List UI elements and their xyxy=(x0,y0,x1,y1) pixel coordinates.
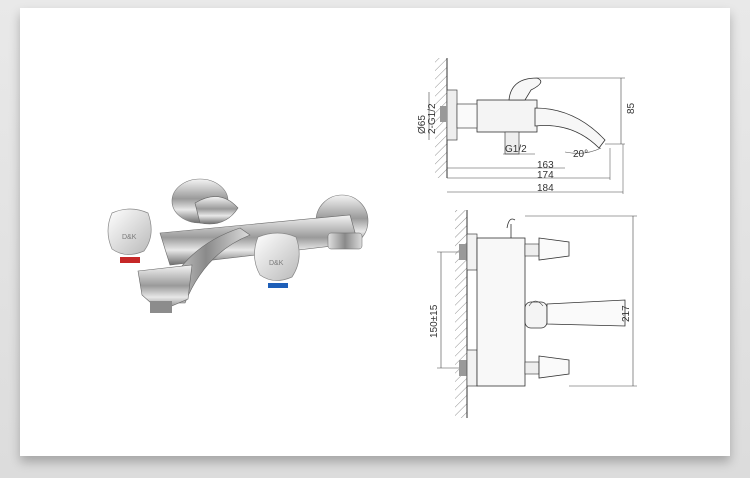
dim-150: 150±15 xyxy=(429,304,440,338)
front-view: 150±15 217 xyxy=(429,210,637,418)
product-card: D&K D&K xyxy=(20,8,730,456)
right-handle-brand: D&K xyxy=(269,260,284,267)
dim-217: 217 xyxy=(621,305,632,322)
dim-163: 163 xyxy=(537,160,554,171)
top-view: 85 Ø65 2-G1/2 G1/2 20° 163 174 184 xyxy=(417,58,637,194)
dim-diameter: Ø65 xyxy=(417,115,428,134)
dim-184: 184 xyxy=(537,183,554,194)
dim-angle: 20° xyxy=(573,149,588,160)
dim-thread-top: 2-G1/2 xyxy=(427,103,438,134)
dim-174: 174 xyxy=(537,170,554,181)
left-handle-brand: D&K xyxy=(122,234,137,241)
dim-85: 85 xyxy=(626,102,637,114)
technical-drawing: 85 Ø65 2-G1/2 G1/2 20° 163 174 184 xyxy=(417,58,637,418)
dim-g12: G1/2 xyxy=(505,144,527,155)
faucet-photo: D&K D&K xyxy=(107,178,369,313)
